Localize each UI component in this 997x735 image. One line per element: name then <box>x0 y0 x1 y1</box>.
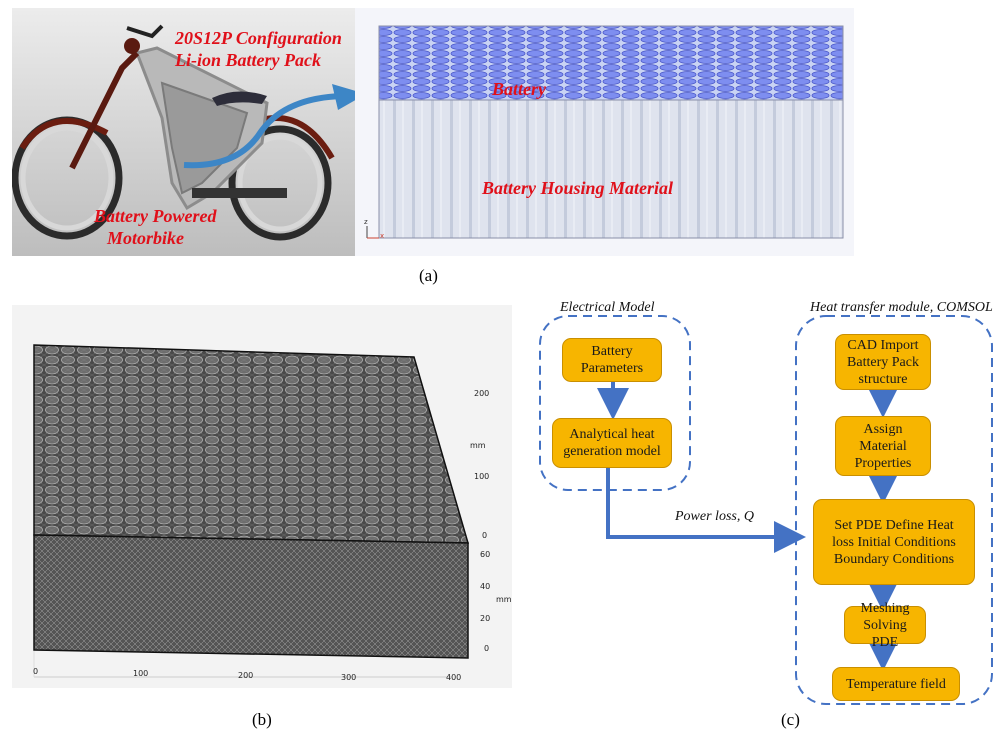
y-tick-top-200: 200 <box>474 389 490 398</box>
config-label-line2: Li-ion Battery Pack <box>175 50 321 70</box>
bike-label-line2: Motorbike <box>107 228 185 248</box>
unit-top: mm <box>470 441 486 450</box>
config-label-line1: 20S12P Configuration <box>175 28 342 48</box>
electrical-model-title: Electrical Model <box>560 300 655 315</box>
set-pde-box: Set PDE Define Heat loss Initial Conditi… <box>813 499 975 585</box>
caption-b: (b) <box>252 710 272 729</box>
y-tick-bottom-40: 40 <box>480 582 491 591</box>
mesh-render <box>33 344 470 678</box>
bike-label-line1: Battery Powered <box>94 206 217 226</box>
axis-x-label: x <box>380 232 385 240</box>
battery-label: Battery <box>492 79 546 99</box>
arrow-head <box>332 84 366 110</box>
y-tick-bottom-60: 60 <box>480 550 491 559</box>
motorbike-image <box>12 8 355 256</box>
assign-material-box: Assign Material Properties <box>835 416 931 476</box>
battery-parameters-box: Battery Parameters <box>562 338 662 382</box>
x-tick-3: 300 <box>341 673 357 682</box>
y-tick-bottom-0: 0 <box>484 644 490 653</box>
axis-z-label: z <box>364 218 368 226</box>
temperature-field-box: Temperature field <box>832 667 960 701</box>
x-tick-4: 400 <box>446 673 462 682</box>
x-tick-0: 0 <box>33 667 39 676</box>
caption-c: (c) <box>781 710 800 729</box>
flow-connectors <box>539 315 993 705</box>
battery-pack-render <box>355 8 854 256</box>
panel-a: 20S12P Configuration Li-ion Battery Pack… <box>12 8 854 256</box>
y-tick-bottom-20: 20 <box>480 614 491 623</box>
panel-c: Electrical Model Heat transfer module, C… <box>530 296 997 706</box>
caption-a: (a) <box>419 266 438 285</box>
panel-b: 0 100 200 300 400 200 mm 100 0 60 40 mm … <box>12 305 512 688</box>
heat-module-title: Heat transfer module, COMSOL <box>810 300 993 315</box>
x-tick-1: 100 <box>133 669 149 678</box>
x-tick-2: 200 <box>238 671 254 680</box>
unit-bottom: mm <box>496 595 512 604</box>
housing-label: Battery Housing Material <box>482 178 674 198</box>
y-tick-top-0: 0 <box>482 531 488 540</box>
cad-import-box: CAD Import Battery Pack structure <box>835 334 931 390</box>
analytical-model-box: Analytical heat generation model <box>552 418 672 468</box>
meshing-box: Meshing Solving PDE <box>844 601 926 650</box>
power-loss-label: Power loss, Q <box>675 509 754 524</box>
y-tick-top-100: 100 <box>474 472 490 481</box>
